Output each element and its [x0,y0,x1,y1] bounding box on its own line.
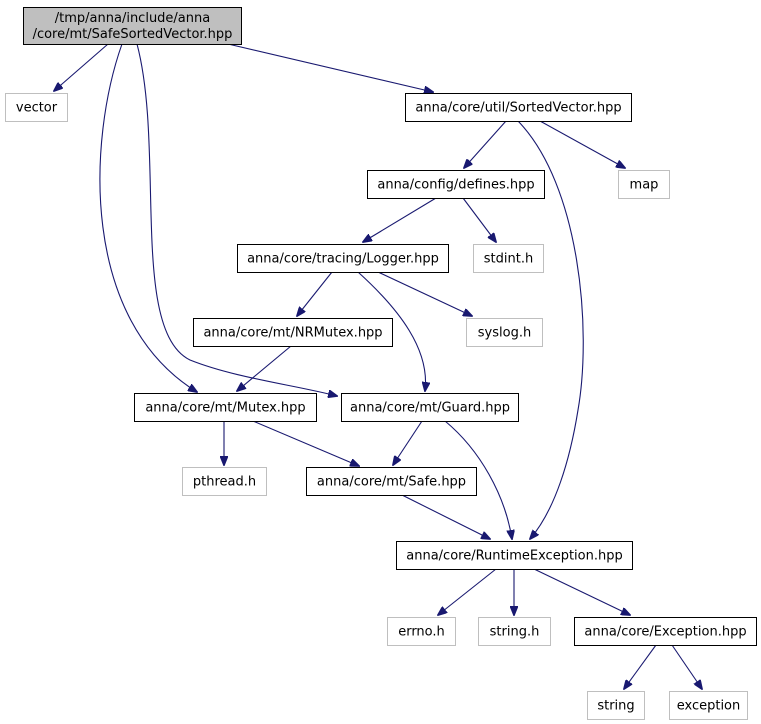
node-label: anna/config/defines.hpp [377,178,534,193]
node-label: anna/core/mt/Guard.hpp [350,401,510,416]
edge-exception_hpp-to-string [624,644,657,689]
node-label: pthread.h [193,475,256,490]
edge-root-to-mutex [99,43,197,392]
node-box [478,617,551,646]
edge-mutex-to-safe [252,420,359,466]
node-runtime[interactable]: anna/core/RuntimeException.hpp [396,541,633,570]
node-label: syslog.h [478,326,531,341]
edge-root-to-sortedvector [227,43,433,92]
node-label: /tmp/anna/include/anna [55,11,210,26]
edge-sortedvector-to-map [539,120,625,168]
node-box [669,691,748,720]
node-sortedvector[interactable]: anna/core/util/SortedVector.hpp [405,93,632,122]
edge-logger-to-syslog [377,271,472,316]
node-label: anna/core/RuntimeException.hpp [406,549,622,564]
node-pthread: pthread.h [182,467,267,496]
edge-runtime-to-errno [438,568,497,615]
edge-logger-to-guard [357,271,426,391]
edge-safe-to-runtime [401,494,490,539]
node-label: anna/core/tracing/Logger.hpp [247,252,439,267]
node-logger[interactable]: anna/core/tracing/Logger.hpp [237,244,449,273]
node-box [367,170,545,199]
node-label: anna/core/util/SortedVector.hpp [415,101,621,116]
edge-defines-to-stdint [462,197,496,242]
node-label: /core/mt/SafeSortedVector.hpp [33,27,233,42]
edge-guard-to-safe [393,420,423,465]
edge-runtime-to-exception_hpp [533,568,630,615]
node-string: string [587,691,645,720]
node-box [466,318,543,347]
node-root: /tmp/anna/include/anna/core/mt/SafeSorte… [23,7,242,45]
node-label: anna/core/mt/Safe.hpp [317,475,466,490]
node-box [473,244,544,273]
node-box [587,691,645,720]
node-box [618,170,670,199]
node-box [237,244,449,273]
node-defines[interactable]: anna/config/defines.hpp [367,170,545,199]
edge-root-to-vector [54,43,109,91]
node-label: string.h [490,625,540,640]
node-exception_hpp[interactable]: anna/core/Exception.hpp [574,617,757,646]
node-exception: exception [669,691,748,720]
node-label: anna/core/mt/NRMutex.hpp [203,326,382,341]
node-box [341,393,519,422]
edge-sortedvector-to-defines [464,120,507,168]
node-box [306,467,477,496]
edge-sortedvector-to-runtime [517,120,584,539]
node-label: vector [16,101,58,116]
edge-logger-to-nrmutex [297,271,333,316]
edge-guard-to-runtime [444,420,512,539]
node-guard[interactable]: anna/core/mt/Guard.hpp [341,393,519,422]
edge-nrmutex-to-mutex [237,345,292,391]
node-box [193,318,393,347]
node-vector: vector [5,93,68,122]
node-label: exception [677,699,741,714]
edge-exception_hpp-to-exception [671,644,702,689]
dependency-edges [54,43,702,689]
node-label: stdint.h [484,252,533,267]
edge-root-to-guard [136,43,337,396]
node-label: string [597,699,634,714]
node-errno: errno.h [387,617,456,646]
node-nrmutex[interactable]: anna/core/mt/NRMutex.hpp [193,318,393,347]
node-mutex[interactable]: anna/core/mt/Mutex.hpp [134,393,317,422]
node-map: map [618,170,670,199]
node-box [5,93,68,122]
node-box [182,467,267,496]
node-box [405,93,632,122]
node-syslog: syslog.h [466,318,543,347]
node-box [574,617,757,646]
node-stdint: stdint.h [473,244,544,273]
node-label: map [630,178,659,193]
dependency-nodes: /tmp/anna/include/anna/core/mt/SafeSorte… [5,7,757,720]
node-label: anna/core/mt/Mutex.hpp [145,401,305,416]
node-label: anna/core/Exception.hpp [584,625,746,640]
edge-defines-to-logger [363,197,437,242]
node-box [387,617,456,646]
node-box [23,7,242,45]
node-safe[interactable]: anna/core/mt/Safe.hpp [306,467,477,496]
node-box [396,541,633,570]
node-string_h: string.h [478,617,551,646]
node-label: errno.h [398,625,445,640]
node-box [134,393,317,422]
